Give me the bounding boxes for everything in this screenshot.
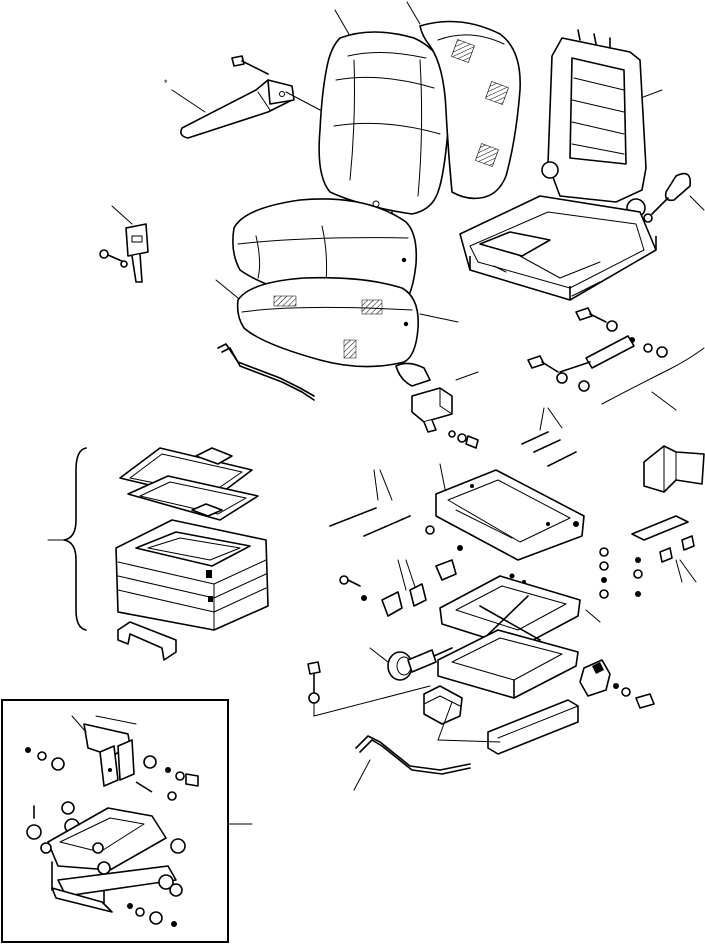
recline-lever-knob bbox=[643, 172, 705, 223]
armrest: * bbox=[164, 55, 295, 139]
detail-bracket bbox=[71, 715, 137, 787]
suspension-springs bbox=[329, 469, 411, 537]
seat-back-cover bbox=[406, 1, 521, 200]
suspension-bellows-kit bbox=[47, 447, 269, 661]
bellows bbox=[115, 519, 269, 631]
lock-bolt bbox=[448, 430, 479, 449]
seat-frame-back bbox=[459, 29, 705, 301]
callout-marker: * bbox=[164, 78, 168, 88]
bracket-assembly bbox=[339, 559, 457, 617]
sub-assembly-detail bbox=[1, 699, 253, 943]
slide-rail bbox=[643, 445, 705, 493]
scissor-link bbox=[437, 573, 601, 699]
tension-springs bbox=[521, 407, 577, 467]
latch-block bbox=[579, 659, 655, 709]
armrest-bolt bbox=[231, 55, 269, 75]
gas-spring bbox=[527, 307, 705, 411]
fastener-stack bbox=[599, 547, 643, 599]
detail-scissor bbox=[26, 801, 186, 913]
fore-aft-lever bbox=[307, 659, 655, 791]
detail-fasteners-bottom bbox=[127, 903, 177, 927]
latch-plate bbox=[631, 515, 697, 583]
buckle-bolt bbox=[99, 249, 128, 268]
seat-cushion-cover bbox=[215, 276, 459, 368]
gas-spring-bolt-upper bbox=[575, 307, 668, 358]
seat-belt-buckle bbox=[99, 205, 149, 283]
handle-bracket bbox=[117, 621, 177, 661]
seat-back-cushion bbox=[285, 9, 451, 223]
top-plate-lower bbox=[127, 475, 259, 521]
seat-back-wire bbox=[217, 343, 315, 401]
gas-spring-bolt-lower bbox=[527, 355, 568, 384]
adjusting-knob bbox=[369, 647, 453, 681]
suspension-base bbox=[425, 463, 585, 561]
recline-lock bbox=[395, 362, 479, 449]
detail-fasteners-left bbox=[25, 747, 65, 771]
lever-bolt bbox=[307, 661, 321, 704]
detail-fasteners-right bbox=[135, 755, 199, 801]
